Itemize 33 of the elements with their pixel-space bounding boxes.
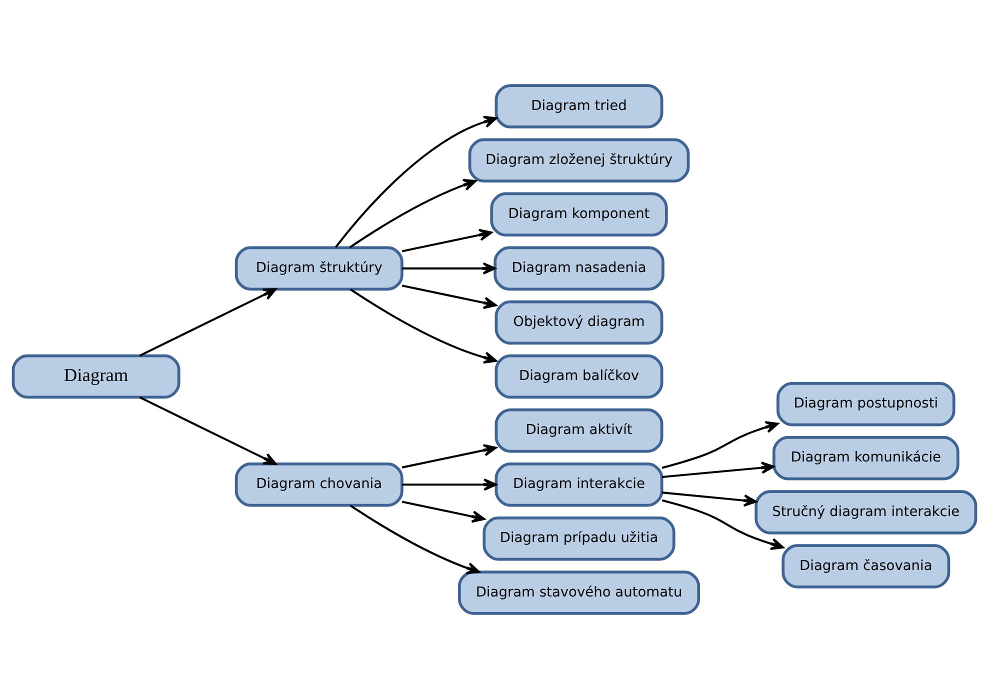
arrow (349, 178, 477, 248)
arrow (662, 462, 774, 478)
node-box: Diagram balíčkov (494, 354, 664, 399)
node-box: Diagram zloženej štruktúry (468, 138, 690, 182)
arrow (350, 504, 480, 574)
arrow (402, 262, 496, 275)
node-box: Diagram štruktúry (234, 246, 404, 291)
arrow (350, 288, 498, 364)
node-box: Diagram komponent (490, 192, 668, 237)
node-box: Diagram nasadenia (494, 246, 664, 291)
arrow (402, 284, 497, 309)
arrow (139, 288, 277, 357)
arrow (139, 396, 277, 465)
arrow (402, 228, 492, 252)
node-box: Diagram prípadu užitia (482, 516, 676, 561)
node-box: Diagram aktivít (494, 408, 664, 453)
arrow (662, 492, 757, 507)
node-box: Diagram chovania (234, 462, 404, 507)
node-box: Diagram (12, 354, 180, 399)
node-box: Diagram časovania (782, 544, 950, 588)
node-box: Diagram komunikácie (772, 436, 960, 480)
arrow (402, 500, 486, 523)
arrow (662, 499, 784, 550)
node-box: Stručný diagram interakcie (754, 490, 978, 534)
arrow (402, 444, 497, 468)
node-box: Diagram postupnosti (776, 382, 956, 426)
node-box: Diagram stavového automatu (458, 570, 700, 615)
arrow (334, 116, 498, 248)
node-box: Diagram tried (494, 84, 664, 128)
node-box: Diagram interakcie (494, 462, 664, 507)
arrow (402, 478, 497, 491)
arrow (662, 421, 779, 469)
node-box: Objektový diagram (494, 300, 664, 345)
